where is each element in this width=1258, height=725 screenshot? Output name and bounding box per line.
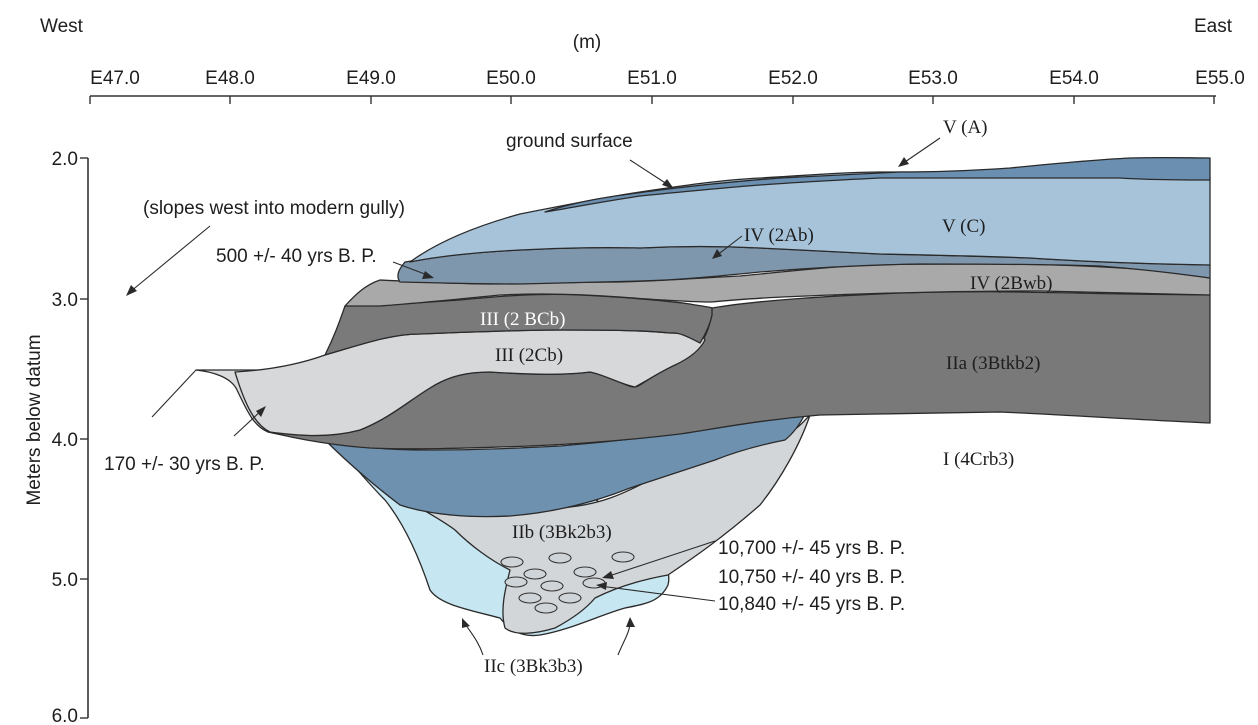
y-axis-title: Meters below datum <box>24 334 45 505</box>
date-10750-label: 10,750 +/- 40 yrs B. P. <box>718 567 905 588</box>
x-tick-label: E47.0 <box>90 68 140 89</box>
stratum-V-A-label: V (A) <box>943 117 988 138</box>
arrowhead <box>602 571 614 579</box>
ground-surface-leader <box>629 159 671 187</box>
y-tick-label: 5.0 <box>52 570 78 591</box>
pebble <box>540 580 564 592</box>
iic-left-leader <box>463 621 484 656</box>
v-a-leader <box>901 137 941 165</box>
stratum-lower-blue <box>324 413 806 518</box>
arrowhead <box>662 179 674 189</box>
pebble <box>504 576 528 588</box>
stratum-V-C-label: V (C) <box>942 216 985 237</box>
stratum-IV-2Ab-label: IV (2Ab) <box>744 225 814 246</box>
date-10700-label: 10,700 +/- 45 yrs B. P. <box>718 538 905 559</box>
slopes-note: (slopes west into modern gully) <box>143 198 405 219</box>
pebble <box>534 602 558 614</box>
x-tick-label: E54.0 <box>1049 68 1099 89</box>
x-tick-label: E48.0 <box>205 68 255 89</box>
east-label: East <box>1194 16 1233 37</box>
units-label: (m) <box>573 32 601 53</box>
arrowhead <box>626 617 635 627</box>
pebble <box>548 552 572 564</box>
gully-slope-line <box>151 369 197 418</box>
date-10840-leader <box>599 585 716 602</box>
leader-lines <box>126 137 941 656</box>
pebble <box>573 566 597 578</box>
stratum-III-2Cb-label: III (2Cb) <box>495 345 563 366</box>
y-axis: 2.0 3.0 4.0 5.0 6.0 Meters below datum <box>24 149 89 725</box>
stratum-V-A <box>544 156 1211 213</box>
arrowhead <box>596 582 607 590</box>
date-500-label: 500 +/- 40 yrs B. P. <box>216 246 377 267</box>
x-axis: E47.0 E48.0 E49.0 E50.0 E51.0 E52.0 E53.… <box>89 68 1245 104</box>
iv-2ab-leader <box>715 235 743 257</box>
pebble <box>500 556 524 568</box>
pebble <box>518 592 542 604</box>
x-tick-label: E52.0 <box>768 68 818 89</box>
arrowhead <box>256 406 266 417</box>
pebble <box>523 568 547 580</box>
arrowhead <box>898 157 909 167</box>
stratum-III-2BCb <box>324 293 713 356</box>
arrowhead <box>126 285 137 296</box>
date-10700-leader <box>605 540 716 578</box>
arrowhead <box>712 249 722 259</box>
x-tick-label: E53.0 <box>908 68 958 89</box>
date-500-leader <box>392 261 431 277</box>
y-tick-label: 6.0 <box>52 706 78 725</box>
slopes-leader <box>129 225 211 293</box>
date-170-leader <box>233 409 263 437</box>
y-tick-label: 3.0 <box>52 290 78 311</box>
date-170-label: 170 +/- 30 yrs B. P. <box>104 454 265 475</box>
arrowhead <box>462 618 470 628</box>
x-tick-label: E55.0 <box>1195 68 1245 89</box>
pebble <box>611 551 635 563</box>
pebble <box>558 592 582 604</box>
stratum-IIc-label: IIc (3Bk3b3) <box>484 656 583 677</box>
date-10840-label: 10,840 +/- 45 yrs B. P. <box>718 594 905 615</box>
west-label: West <box>40 16 84 37</box>
stratum-I-label: I (4Crb3) <box>943 449 1014 470</box>
y-tick-label: 2.0 <box>52 149 78 170</box>
x-tick-label: E49.0 <box>346 68 396 89</box>
stratum-IV-2Bwb-label: IV (2Bwb) <box>970 273 1053 294</box>
stratum-III-2BCb-label: III (2 BCb) <box>480 309 565 330</box>
y-tick-label: 4.0 <box>52 430 78 451</box>
stratum-IIa-label: IIa (3Btkb2) <box>946 353 1040 374</box>
x-tick-label: E51.0 <box>627 68 677 89</box>
pebble-cluster <box>500 551 635 614</box>
ground-surface-label: ground surface <box>506 131 633 152</box>
x-tick-label: E50.0 <box>486 68 536 89</box>
arrowhead <box>422 271 434 279</box>
stratum-IIb-label: IIb (3Bk2b3) <box>512 522 612 543</box>
